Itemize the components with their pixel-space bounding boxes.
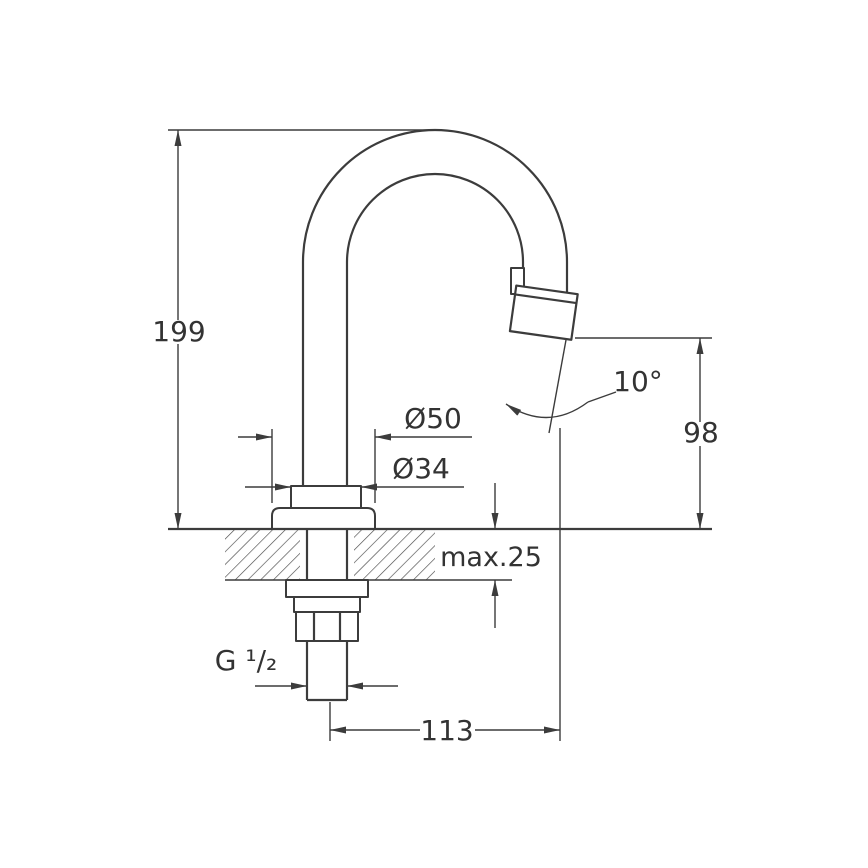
dimension-outlet-height: 98	[575, 337, 719, 529]
fixing-parts	[285, 579, 369, 702]
base-flange	[271, 507, 376, 530]
dimension-label-outlet-angle: 10°	[613, 365, 663, 398]
angle-leader-line	[587, 391, 617, 403]
dimension-max-deck-thickness: max.25	[440, 483, 542, 628]
aerator-seam-line	[514, 293, 577, 305]
dimension-overall-height: 199	[152, 129, 436, 529]
dimension-flange-diameter: Ø50	[238, 402, 472, 503]
faucet-body-outline	[271, 128, 579, 530]
washer-plate	[285, 579, 369, 598]
dimension-label-thread-size: G ¹/₂	[215, 644, 277, 677]
dimension-label-outlet-height: 98	[683, 416, 719, 449]
base-cylinder	[290, 485, 362, 509]
deck-hatch-left	[225, 530, 300, 580]
dimension-label-flange-diameter: Ø50	[404, 402, 462, 435]
mounting-deck	[168, 527, 712, 581]
dimension-outlet-angle: 10°	[505, 339, 663, 434]
flow-direction-line	[548, 339, 567, 434]
spout-inner-contour	[345, 172, 525, 486]
dimension-label-overall-height: 199	[152, 315, 205, 348]
dimension-body-diameter: Ø34	[245, 452, 464, 491]
dimension-label-body-diameter: Ø34	[392, 452, 450, 485]
aerator-outlet	[508, 284, 579, 341]
dimension-thread-size: G ¹/₂	[215, 644, 398, 690]
aerator-body	[508, 284, 579, 341]
fixing-nut	[295, 611, 359, 642]
dimension-label-projection: 113	[420, 714, 473, 747]
dimension-projection: 113	[329, 428, 561, 747]
angle-arc	[505, 401, 589, 419]
deck-hatch-right	[354, 530, 435, 580]
washer-ring	[293, 596, 361, 613]
dimension-label-max-thickness: max.25	[440, 542, 542, 573]
